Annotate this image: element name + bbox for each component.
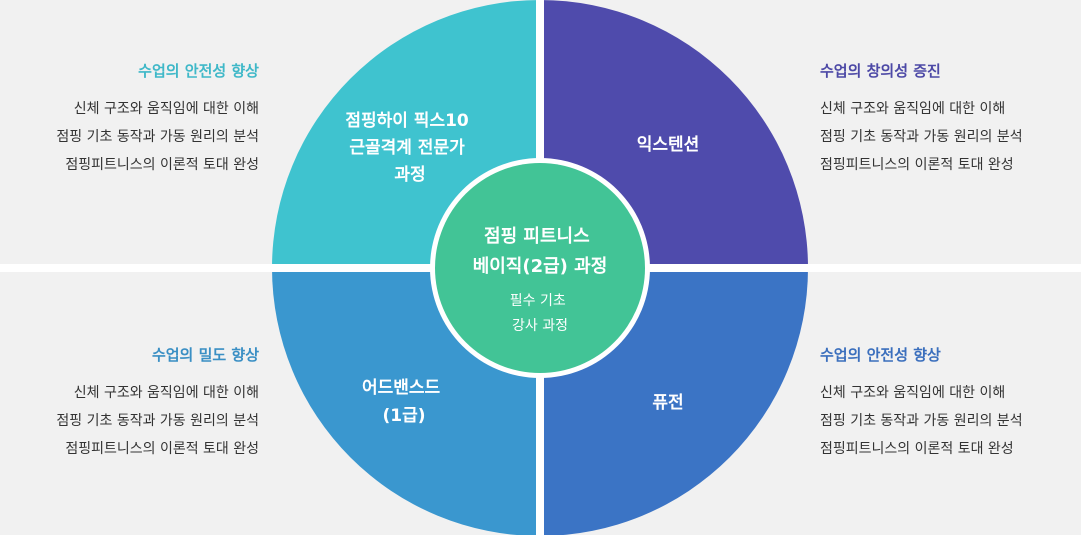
panel-bottom-right-line-2: 점핑 기초 동작과 가동 원리의 분석	[820, 413, 1023, 429]
panel-bottom-left-line-3: 점핑피트니스의 이론적 토대 완성	[65, 441, 259, 457]
center-circle[interactable]	[435, 163, 645, 373]
panel-top-right-title: 수업의 창의성 증진	[820, 62, 941, 80]
quadrant-top-left-label: 점핑하이 픽스10 근골격계 전문가 과정	[345, 111, 474, 185]
panel-bottom-right-line-3: 점핑피트니스의 이론적 토대 완성	[820, 441, 1014, 457]
center-title: 점핑 피트니스 베이직(2급) 과정	[473, 226, 608, 277]
quadrant-bottom-right-label: 퓨전	[652, 393, 683, 413]
quadrant-bottom-left-label: 어드밴스드 (1급)	[362, 378, 446, 426]
panel-bottom-left: 수업의 밀도 향상 신체 구조와 움직임에 대한 이해 점핑 기초 동작과 가동…	[9, 344, 259, 463]
quadrant-top-right-label: 익스텐션	[637, 135, 700, 155]
panel-top-right-line-3: 점핑피트니스의 이론적 토대 완성	[820, 157, 1014, 173]
panel-top-left: 수업의 안전성 향상 신체 구조와 움직임에 대한 이해 점핑 기초 동작과 가…	[9, 60, 259, 179]
panel-top-left-line-3: 점핑피트니스의 이론적 토대 완성	[65, 157, 259, 173]
panel-bottom-left-line-1: 신체 구조와 움직임에 대한 이해	[73, 385, 259, 401]
panel-bottom-left-line-2: 점핑 기초 동작과 가동 원리의 분석	[56, 413, 259, 429]
panel-top-right-line-1: 신체 구조와 움직임에 대한 이해	[820, 101, 1006, 117]
panel-bottom-left-title: 수업의 밀도 향상	[151, 346, 259, 364]
panel-top-left-line-2: 점핑 기초 동작과 가동 원리의 분석	[56, 129, 259, 145]
panel-top-right: 수업의 창의성 증진 신체 구조와 움직임에 대한 이해 점핑 기초 동작과 가…	[820, 60, 1070, 179]
panel-top-left-title: 수업의 안전성 향상	[138, 62, 259, 80]
panel-top-left-line-1: 신체 구조와 움직임에 대한 이해	[73, 101, 259, 117]
panel-bottom-right-line-1: 신체 구조와 움직임에 대한 이해	[820, 385, 1006, 401]
panel-bottom-right-title: 수업의 안전성 향상	[820, 346, 941, 364]
center-subtitle: 필수 기초 강사 과정	[510, 293, 570, 334]
panel-top-right-line-2: 점핑 기초 동작과 가동 원리의 분석	[820, 129, 1023, 145]
panel-bottom-right: 수업의 안전성 향상 신체 구조와 움직임에 대한 이해 점핑 기초 동작과 가…	[820, 344, 1070, 463]
